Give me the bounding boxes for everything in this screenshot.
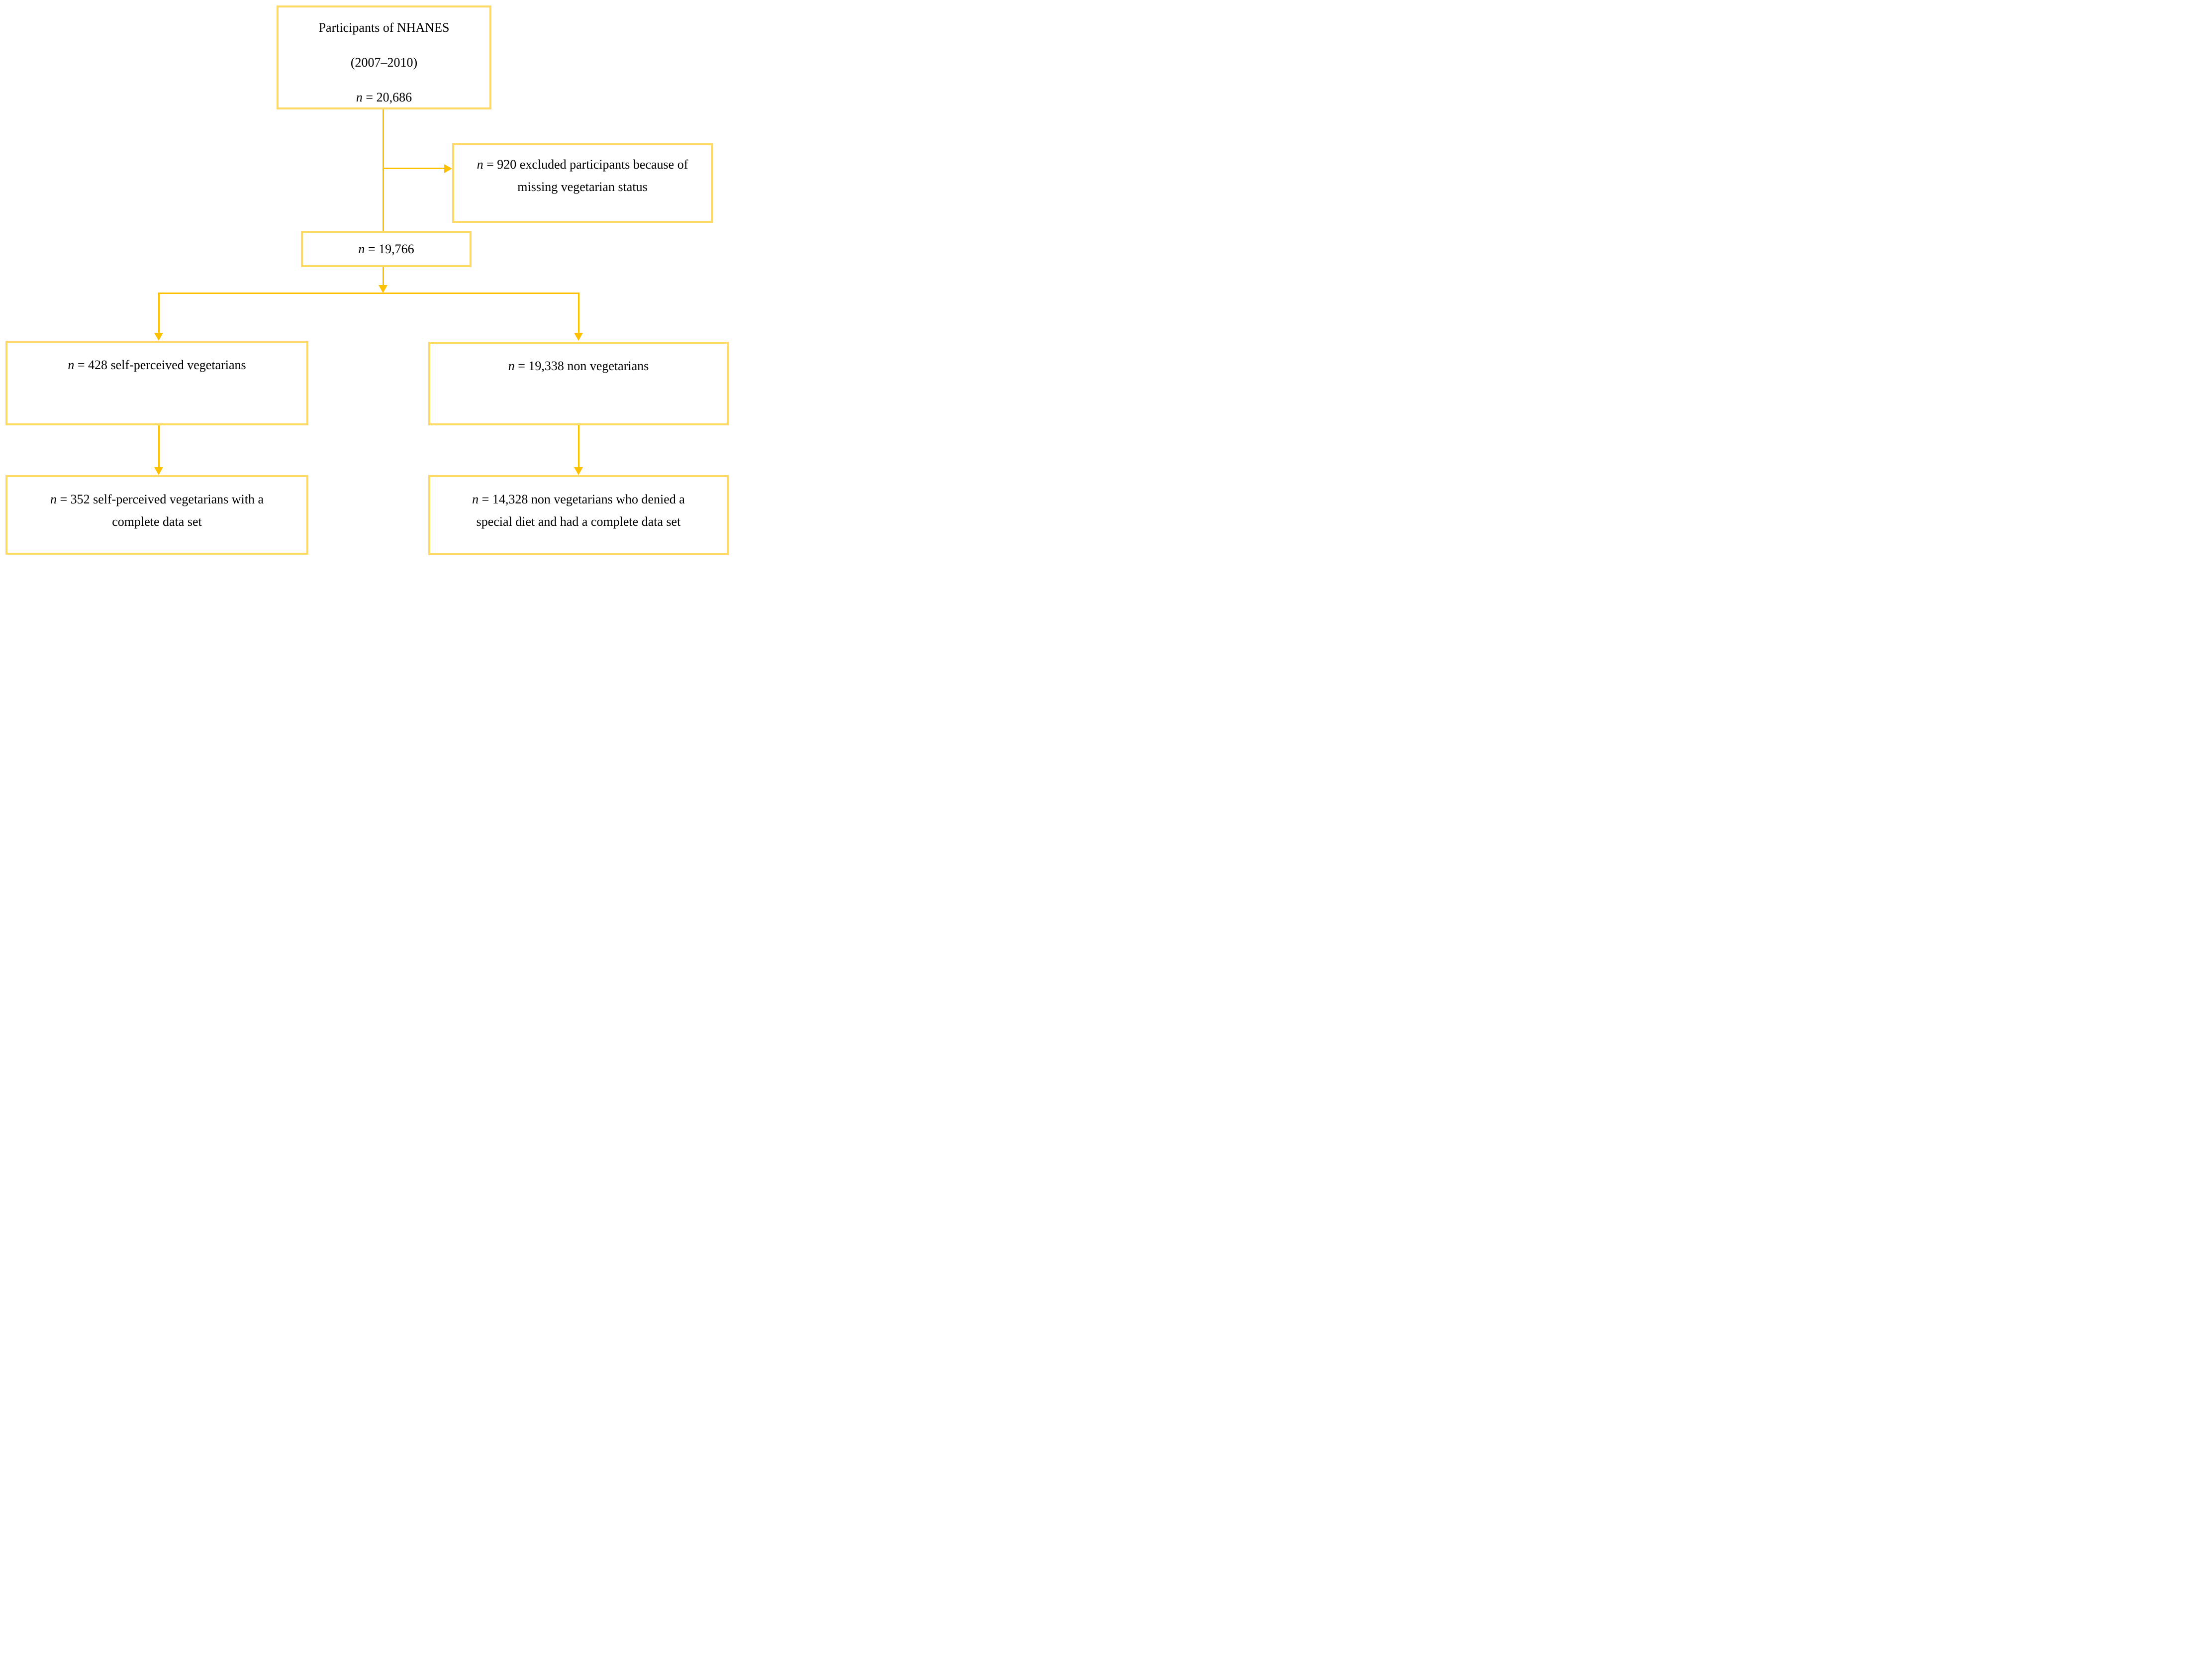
node-participants: Participants of NHANES (2007–2010) n = 2… xyxy=(277,5,491,109)
count-text: = 19,766 xyxy=(365,242,414,256)
italic-n: n xyxy=(472,492,479,506)
node-vegetarians-complete-line2: complete data set xyxy=(112,514,202,529)
node-excluded: n = 920 excluded participants because of… xyxy=(452,143,713,223)
node-after-exclusion: n = 19,766 xyxy=(301,231,472,267)
label-text: = 428 self-perceived vegetarians xyxy=(74,358,246,372)
arrowhead-down-icon xyxy=(574,333,583,341)
node-participants-count: n = 20,686 xyxy=(279,80,489,115)
arrowhead-down-icon xyxy=(574,467,583,475)
node-excluded-line1: n = 920 excluded participants because of xyxy=(454,153,711,176)
node-non-vegetarians: n = 19,338 non vegetarians xyxy=(428,342,729,425)
connector-non-vegetarians-to-complete xyxy=(578,425,579,467)
node-participants-years: (2007–2010) xyxy=(350,55,418,70)
node-non-vegetarians-complete-line2: special diet and had a complete data set xyxy=(476,514,681,529)
node-vegetarians-label: n = 428 self-perceived vegetarians xyxy=(7,354,306,376)
node-participants-title: Participants of NHANES xyxy=(318,20,450,35)
arrowhead-down-icon xyxy=(154,467,163,475)
flow-diagram: Participants of NHANES (2007–2010) n = 2… xyxy=(0,0,735,560)
connector-participants-to-total xyxy=(383,109,384,231)
node-after-exclusion-count: n = 19,766 xyxy=(358,238,414,260)
node-non-vegetarians-complete-line1: n = 14,328 non vegetarians who denied a xyxy=(430,488,727,510)
label-text: = 352 self-perceived vegetarians with a xyxy=(56,492,264,506)
node-vegetarians-complete-line1: n = 352 self-perceived vegetarians with … xyxy=(7,488,306,510)
node-non-vegetarians-complete: n = 14,328 non vegetarians who denied a … xyxy=(428,475,729,555)
node-vegetarians: n = 428 self-perceived vegetarians xyxy=(5,341,308,425)
arrowhead-down-icon xyxy=(154,333,163,341)
italic-n: n xyxy=(508,359,515,373)
label-text: = 14,328 non vegetarians who denied a xyxy=(479,492,685,506)
connector-branch-to-vegetarians xyxy=(158,293,160,333)
node-vegetarians-complete: n = 352 self-perceived vegetarians with … xyxy=(5,475,308,555)
branch-line xyxy=(158,293,579,294)
arrowhead-down-icon xyxy=(379,285,387,293)
connector-to-excluded xyxy=(383,168,444,169)
italic-n: n xyxy=(50,492,57,506)
label-text: = 19,338 non vegetarians xyxy=(514,359,649,373)
node-non-vegetarians-label: n = 19,338 non vegetarians xyxy=(430,355,727,377)
italic-n: n xyxy=(68,358,75,372)
italic-n: n xyxy=(358,242,365,256)
italic-n: n xyxy=(477,157,483,172)
connector-vegetarians-to-complete xyxy=(158,425,160,467)
connector-branch-to-non-vegetarians xyxy=(578,293,579,333)
node-excluded-line2: missing vegetarian status xyxy=(517,180,648,194)
excluded-text: = 920 excluded participants because of xyxy=(483,157,688,172)
connector-total-to-branch xyxy=(383,267,384,285)
count-text: = 20,686 xyxy=(362,90,412,104)
arrowhead-right-icon xyxy=(444,164,452,173)
italic-n: n xyxy=(356,90,363,104)
